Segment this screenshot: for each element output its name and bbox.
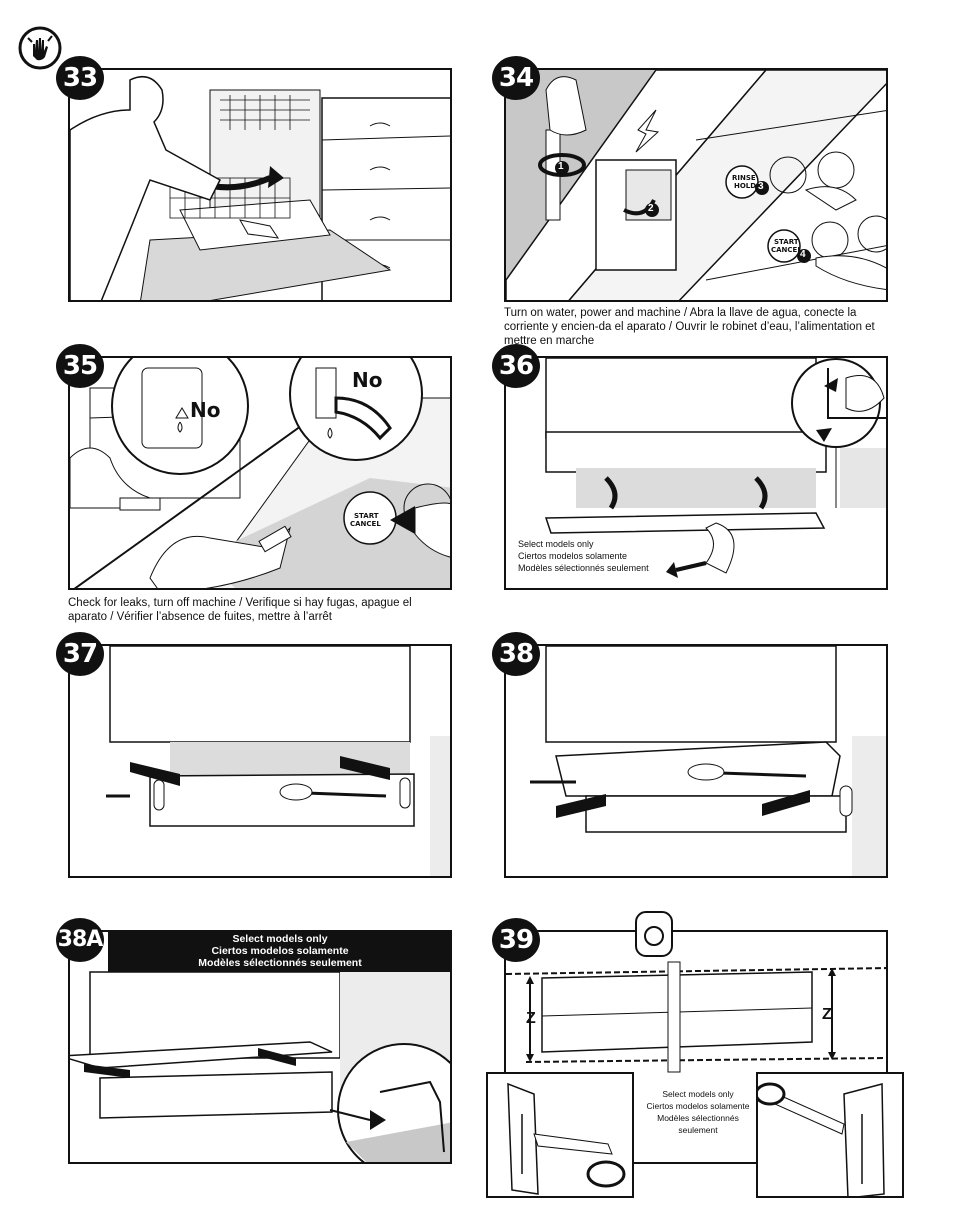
banner-line-en: Select models only	[232, 933, 328, 945]
step-33-panel	[68, 68, 452, 302]
select-line-en: Select models only	[518, 539, 594, 549]
banner-line-fr: Modèles sélectionnés seulement	[198, 957, 362, 969]
step-number-badge: 36	[492, 344, 540, 388]
select-models-note-36: Select models only Ciertos modelos solam…	[518, 538, 678, 574]
step-number-badge: 37	[56, 632, 104, 676]
select-models-banner-38a: Select models only Ciertos modelos solam…	[108, 930, 452, 972]
step-37-panel	[68, 644, 452, 878]
select-models-note-39: Select models only Ciertos modelos solam…	[642, 1088, 754, 1136]
step-36-panel: Select models only Ciertos modelos solam…	[504, 356, 888, 590]
select-line-fr: Modèles sélectionnés seulement	[657, 1113, 739, 1135]
select-line-es: Ciertos modelos solamente	[518, 551, 628, 561]
hand-warning-icon	[18, 26, 62, 70]
step-35-caption: Check for leaks, turn off machine / Veri…	[68, 597, 412, 623]
select-line-en: Select models only	[662, 1089, 734, 1099]
step-39-panel	[504, 930, 888, 1164]
z-label-right: Z	[822, 1006, 832, 1023]
step-number-badge: 34	[492, 56, 540, 100]
select-line-fr: Modèles sélectionnés seulement	[518, 563, 649, 573]
step-number-badge: 38	[492, 632, 540, 676]
tape-measure-icon	[632, 910, 676, 960]
step-38-panel	[504, 644, 888, 878]
callout-3: 3	[758, 181, 764, 192]
select-line-es: Ciertos modelos solamente	[646, 1101, 750, 1111]
step-number-badge: 39	[492, 918, 540, 962]
step-35-panel: START CANCEL	[68, 356, 452, 590]
step-number-badge: 33	[56, 56, 104, 100]
no-label-disposal: No	[190, 398, 221, 422]
no-label-hose: No	[352, 368, 383, 392]
callout-2: 2	[648, 203, 654, 214]
step-39-inset-left	[486, 1072, 634, 1198]
z-label-left: Z	[526, 1010, 536, 1027]
banner-line-es: Ciertos modelos solamente	[211, 945, 349, 957]
callout-4: 4	[800, 249, 806, 260]
step-number-badge: 38A	[56, 918, 104, 962]
step-34-caption: Turn on water, power and machine / Abra …	[504, 307, 875, 347]
step-34-panel: RINSE HOLD START CANCEL 1 2 3 4	[504, 68, 888, 302]
step-number-badge: 35	[56, 344, 104, 388]
step-39-inset-right	[756, 1072, 904, 1198]
callout-1: 1	[558, 161, 564, 172]
